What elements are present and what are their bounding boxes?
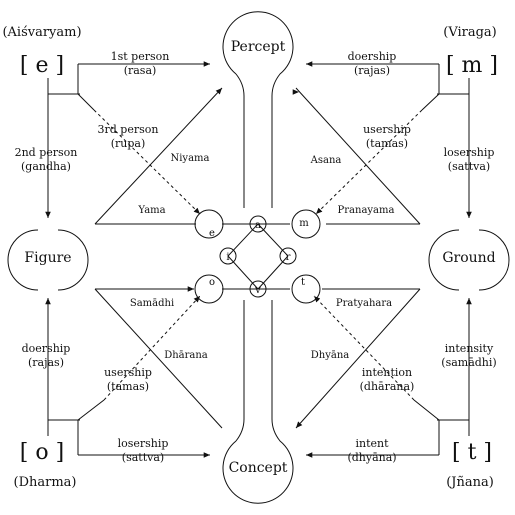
- edge-3rd-person-l1: 3rd person: [98, 123, 159, 136]
- limb-pranayama: Pranayama: [338, 205, 395, 216]
- svg-text:i: i: [226, 252, 229, 263]
- edge-losership-bottom-l1: losership: [118, 437, 169, 450]
- svg-text:v: v: [254, 285, 261, 296]
- center-node-r: r: [279, 247, 297, 265]
- edge-intensity-l2: (samādhi): [441, 356, 496, 369]
- edge-1st-person-l1: 1st person: [111, 50, 170, 63]
- corner-tr-name: (Viraga): [443, 25, 497, 40]
- figure-label: Figure: [24, 250, 71, 266]
- ground-label: Ground: [442, 250, 495, 266]
- center-lattice-lines: [222, 223, 290, 290]
- edge-losership-top-l2: (sattva): [448, 160, 490, 173]
- limb-asana: Asana: [310, 155, 342, 166]
- concept-node-shape: [222, 300, 294, 504]
- limb-dhyana: Dhyāna: [311, 350, 350, 361]
- center-node-e: e: [194, 209, 224, 239]
- center-node-o: o: [194, 274, 224, 304]
- corner-tl-bracket: [ e ]: [20, 53, 64, 78]
- limb-pratyahara: Pratyahara: [336, 298, 392, 309]
- dashed-arrows: [93, 109, 423, 401]
- edge-usership-bottom-l2: (tamas): [107, 380, 149, 393]
- edge-3rd-person-l2: (rupa): [111, 137, 146, 150]
- svg-text:e: e: [209, 228, 215, 239]
- center-node-i: i: [219, 247, 237, 265]
- corner-tl-name: (Aiśvaryam): [2, 25, 81, 40]
- edge-usership-top-l2: (tamas): [366, 137, 408, 150]
- svg-text:m: m: [299, 218, 309, 229]
- corner-br-bracket: [ t ]: [452, 440, 492, 465]
- edge-2nd-person-l2: (gandha): [21, 160, 71, 173]
- triangle-upper-right: [295, 87, 421, 225]
- edge-losership-top-l1: losership: [444, 146, 495, 159]
- bottom-right-connectors: [306, 298, 472, 458]
- edge-doership-top-l2: (rajas): [354, 64, 390, 77]
- center-node-t: t: [291, 274, 321, 304]
- edge-usership-top-l1: usership: [363, 123, 411, 136]
- edge-intent-l2: (dhyāna): [347, 451, 396, 464]
- svg-text:t: t: [301, 277, 305, 288]
- percept-node-shape: [222, 11, 294, 208]
- edge-1st-person-l2: (rasa): [124, 64, 157, 77]
- corner-bl-name: (Dharma): [14, 475, 77, 490]
- limb-dharana: Dhārana: [164, 350, 208, 361]
- svg-text:r: r: [286, 252, 291, 263]
- center-node-m: m: [291, 209, 321, 239]
- edge-intent-l1: intent: [355, 437, 389, 450]
- edge-intention-l2: (dhārana): [360, 380, 415, 393]
- bottom-left-connectors: [45, 298, 210, 458]
- svg-text:o: o: [209, 277, 215, 288]
- top-right-connectors: [306, 61, 472, 218]
- triangle-lower-right: [295, 288, 421, 429]
- edge-doership-bottom-l1: doership: [22, 342, 71, 355]
- corner-tr-bracket: [ m ]: [446, 53, 498, 78]
- svg-text:a: a: [255, 220, 261, 231]
- triangle-upper-left: [94, 87, 223, 225]
- limb-samadhi: Samādhi: [130, 298, 174, 309]
- limb-yama: Yama: [137, 205, 165, 216]
- corner-br-name: (Jñana): [446, 475, 494, 490]
- center-node-a: a: [249, 215, 267, 233]
- limb-niyama: Niyama: [170, 153, 209, 164]
- edge-losership-bottom-l2: (sattva): [122, 451, 164, 464]
- percept-label: Percept: [231, 39, 286, 55]
- center-node-v: v: [249, 280, 267, 298]
- edge-doership-top-l1: doership: [348, 50, 397, 63]
- figure-node-shape: [7, 229, 89, 291]
- edge-doership-bottom-l2: (rajas): [28, 356, 64, 369]
- edge-usership-bottom-l1: usership: [104, 366, 152, 379]
- edge-intensity-l1: intensity: [445, 342, 494, 355]
- corner-bl-bracket: [ o ]: [20, 440, 64, 465]
- ground-node-shape: [428, 229, 510, 291]
- triangle-lower-left: [94, 286, 223, 429]
- edge-2nd-person-l1: 2nd person: [15, 146, 78, 159]
- top-left-connectors: [45, 61, 210, 218]
- concept-label: Concept: [229, 460, 288, 476]
